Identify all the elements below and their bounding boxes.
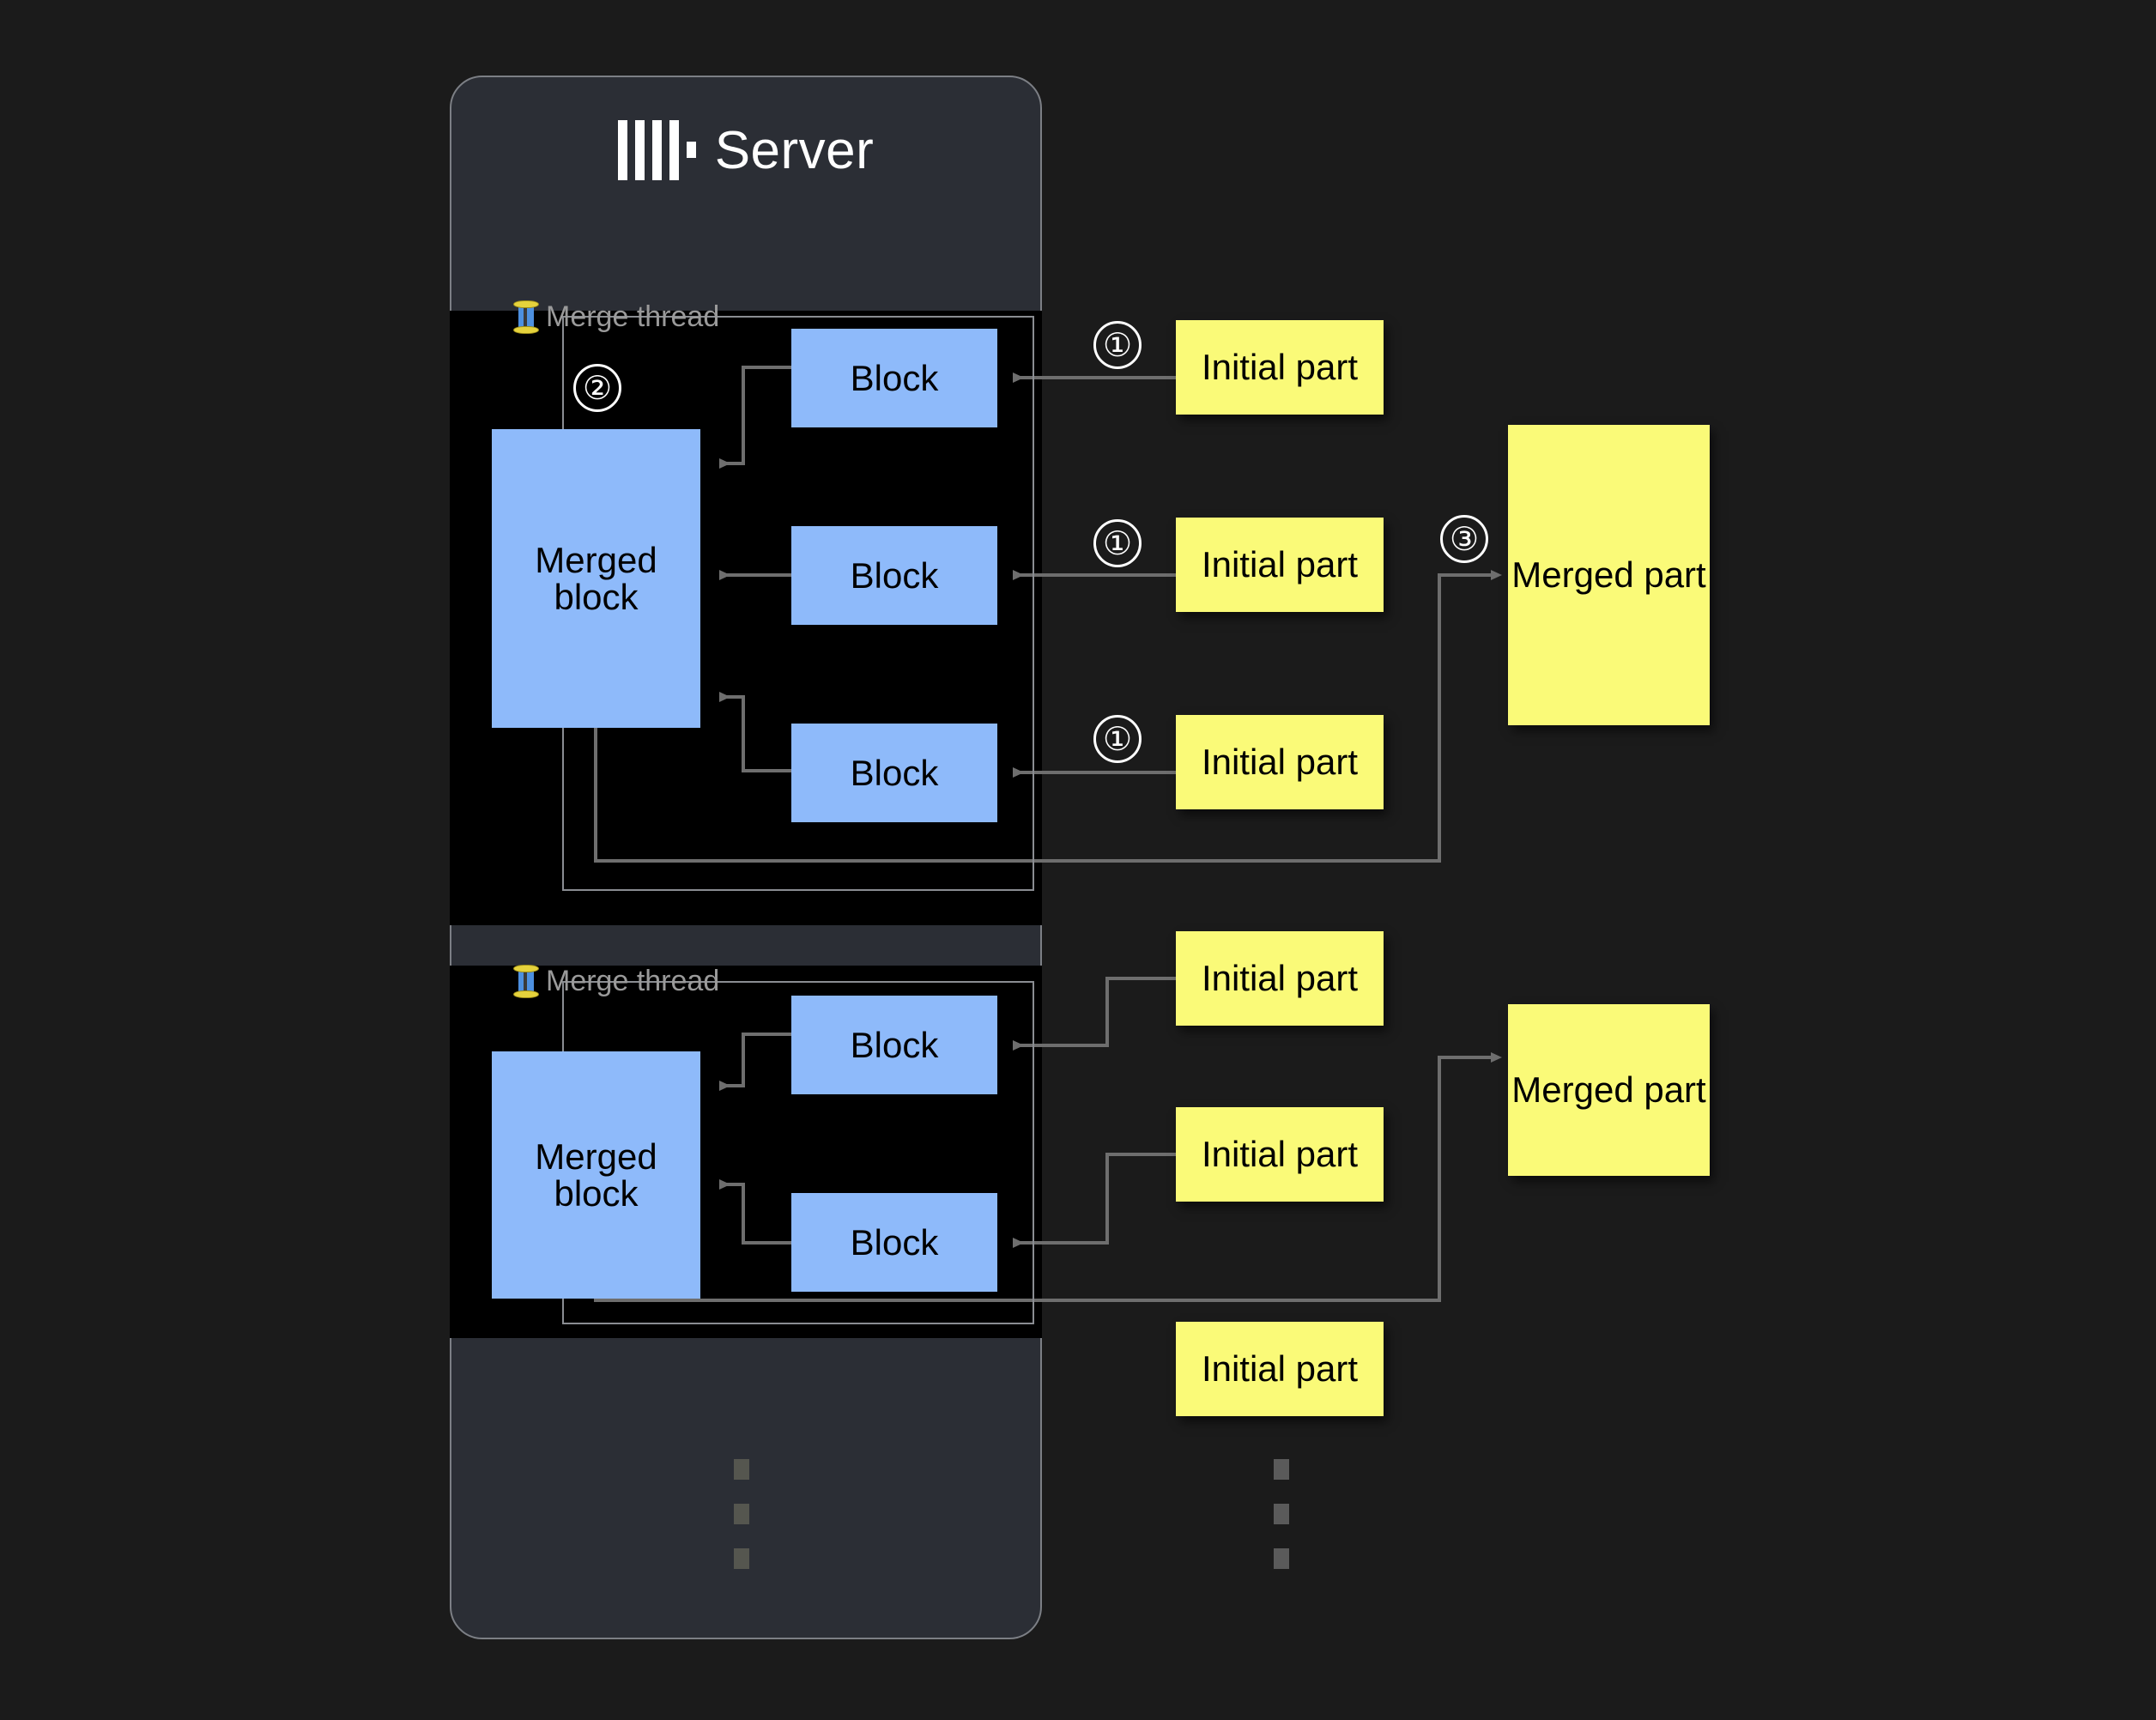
vertical-ellipsis-outside-server bbox=[1274, 1459, 1289, 1569]
initial-part-1-2-label: Initial part bbox=[1201, 544, 1359, 585]
initial-part-2-2-label: Initial part bbox=[1201, 1134, 1359, 1175]
thread-spool-icon bbox=[513, 300, 539, 334]
block-2-2: Block bbox=[791, 1193, 997, 1292]
merged-block-1-label: Merged block bbox=[535, 539, 657, 617]
merged-part-2: Merged part bbox=[1508, 1004, 1710, 1176]
initial-part-1-3-label: Initial part bbox=[1201, 742, 1359, 783]
server-title-text: Server bbox=[714, 120, 875, 180]
block-1-1-label: Block bbox=[850, 357, 939, 398]
block-2-2-label: Block bbox=[850, 1221, 939, 1263]
clickhouse-logo-icon bbox=[617, 120, 696, 180]
initial-part-2-3: Initial part bbox=[1176, 1322, 1384, 1416]
merge-thread-label-text-2: Merge thread bbox=[546, 964, 720, 997]
merge-thread-label-2: Merge thread bbox=[508, 963, 724, 999]
initial-part-2-1-label: Initial part bbox=[1201, 958, 1359, 999]
server-title: Server bbox=[450, 112, 1042, 189]
merged-block-2-label: Merged block bbox=[535, 1136, 657, 1214]
merged-block-1: Merged block bbox=[492, 429, 700, 728]
thread-spool-icon bbox=[513, 964, 539, 998]
merge-thread-label-1: Merge thread bbox=[508, 299, 724, 335]
merged-part-1: Merged part bbox=[1508, 425, 1710, 725]
merge-thread-label-text-1: Merge thread bbox=[546, 300, 720, 333]
merged-part-1-label: Merged part bbox=[1511, 554, 1706, 596]
block-1-2: Block bbox=[791, 526, 997, 625]
block-2-1-label: Block bbox=[850, 1024, 939, 1065]
step-badge-one-b: ① bbox=[1093, 519, 1142, 567]
initial-part-2-3-label: Initial part bbox=[1201, 1348, 1359, 1390]
step-badge-three: ③ bbox=[1440, 515, 1488, 563]
block-1-3: Block bbox=[791, 724, 997, 822]
step-badge-one-c: ① bbox=[1093, 715, 1142, 763]
block-1-2-label: Block bbox=[850, 554, 939, 596]
initial-part-1-2: Initial part bbox=[1176, 518, 1384, 612]
block-1-1: Block bbox=[791, 329, 997, 427]
merged-block-2: Merged block bbox=[492, 1051, 700, 1299]
step-badge-two: ② bbox=[573, 364, 621, 412]
initial-part-1-1: Initial part bbox=[1176, 320, 1384, 415]
block-1-3-label: Block bbox=[850, 752, 939, 793]
initial-part-1-1-label: Initial part bbox=[1201, 347, 1359, 388]
initial-part-2-1: Initial part bbox=[1176, 931, 1384, 1026]
vertical-ellipsis-inside-server bbox=[734, 1459, 749, 1569]
merged-part-2-label: Merged part bbox=[1511, 1069, 1706, 1111]
block-2-1: Block bbox=[791, 996, 997, 1094]
initial-part-2-2: Initial part bbox=[1176, 1107, 1384, 1202]
step-badge-one-a: ① bbox=[1093, 321, 1142, 369]
initial-part-1-3: Initial part bbox=[1176, 715, 1384, 809]
